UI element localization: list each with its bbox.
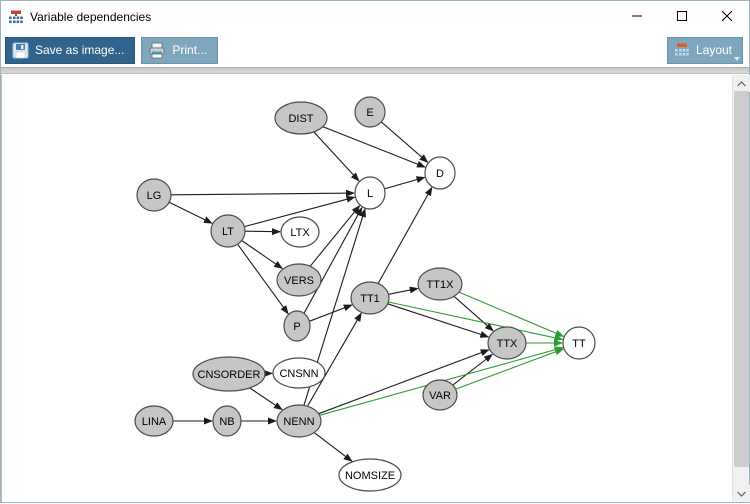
- graph-node-DIST[interactable]: DIST: [275, 102, 327, 134]
- graph-canvas[interactable]: DIST E D LG L LT LTX VERS TT1 TT1X P TTX TT CNSORDER C…: [1, 75, 749, 502]
- graph-node-P[interactable]: P: [284, 311, 310, 341]
- titlebar: Variable dependencies: [1, 1, 749, 33]
- layout-dropdown-caret: [734, 57, 740, 61]
- window-controls: [614, 1, 749, 31]
- graph-edge-LT-LTX: [245, 231, 280, 232]
- graph-node-LINA[interactable]: LINA: [135, 406, 173, 436]
- graph-node-CNSORDER[interactable]: CNSORDER: [193, 357, 265, 391]
- print-button[interactable]: Print...: [141, 37, 218, 64]
- graph-node-LG[interactable]: LG: [137, 179, 171, 211]
- chevron-up-icon: [737, 81, 746, 87]
- graph-nodes: DIST E D LG L LT LTX VERS TT1 TT1X P TTX TT CNSORDER C…: [135, 97, 595, 491]
- graph-node-D[interactable]: D: [425, 157, 455, 189]
- graph-node-TT[interactable]: TT: [563, 327, 595, 359]
- graph-node-LT[interactable]: LT: [211, 215, 245, 247]
- graph-edge-CNSORDER-NENN: [250, 388, 282, 410]
- graph-edge-E-D: [381, 122, 427, 162]
- graph-node-NB[interactable]: NB: [213, 406, 241, 436]
- graph-node-TTX[interactable]: TTX: [488, 327, 526, 359]
- graph-edge-TT1X-TTX: [454, 296, 493, 331]
- dependency-graph[interactable]: DIST E D LG L LT LTX VERS TT1 TT1X P TTX TT CNSORDER C…: [2, 75, 735, 504]
- maximize-button[interactable]: [659, 1, 704, 31]
- vertical-scrollbar[interactable]: [732, 75, 749, 502]
- chevron-down-icon: [737, 491, 746, 497]
- floppy-disk-icon: [12, 42, 29, 59]
- layout-button[interactable]: Layout: [667, 37, 743, 64]
- graph-node-LTX[interactable]: LTX: [281, 217, 319, 247]
- graph-node-CNSNN[interactable]: CNSNN: [273, 358, 325, 388]
- graph-node-TT1X[interactable]: TT1X: [418, 268, 462, 300]
- graph-edge-NENN-NOMSIZE: [314, 433, 352, 462]
- graph-edge-L-D: [385, 177, 425, 189]
- scrollbar-thumb[interactable]: [734, 91, 749, 467]
- graph-edge-LG-LT: [169, 202, 212, 223]
- graph-node-VAR[interactable]: VAR: [423, 380, 457, 410]
- graph-node-E[interactable]: E: [355, 97, 385, 127]
- graph-edge-TT1-D: [378, 188, 432, 284]
- save-as-image-label: Save as image...: [35, 43, 124, 57]
- layout-label: Layout: [696, 43, 732, 57]
- graph-node-NENN[interactable]: NENN: [277, 405, 321, 437]
- scroll-up-button[interactable]: [733, 75, 750, 92]
- graph-edge-TT1-TT: [388, 302, 562, 339]
- horizontal-scrollbar[interactable]: [1, 67, 749, 74]
- close-button[interactable]: [704, 1, 749, 31]
- save-as-image-button[interactable]: Save as image...: [5, 37, 135, 64]
- graph-edge-VAR-TTX: [453, 355, 492, 386]
- hierarchy-app-icon: [8, 9, 24, 25]
- graph-node-VERS[interactable]: VERS: [277, 264, 321, 296]
- graph-edge-LT-VERS: [242, 241, 283, 269]
- close-icon: [722, 11, 732, 21]
- window-title: Variable dependencies: [30, 10, 151, 24]
- graph-node-L[interactable]: L: [355, 177, 385, 209]
- toolbar: Save as image... Print...: [1, 33, 749, 67]
- graph-node-TT1[interactable]: TT1: [351, 282, 389, 314]
- scroll-down-button[interactable]: [733, 485, 750, 502]
- graph-edge-LG-L: [171, 193, 354, 195]
- minimize-icon: [632, 11, 642, 21]
- maximize-icon: [677, 11, 687, 21]
- minimize-button[interactable]: [614, 1, 659, 31]
- graph-edge-DIST-L: [314, 132, 359, 181]
- print-label: Print...: [172, 43, 207, 57]
- graph-edge-NENN-TTX: [319, 350, 489, 414]
- graph-edge-NENN-TT1: [308, 313, 362, 406]
- layout-hierarchy-icon: [674, 42, 690, 58]
- graph-node-NOMSIZE[interactable]: NOMSIZE: [339, 459, 401, 491]
- graph-edge-TT1-TT1X: [389, 288, 418, 294]
- printer-icon: [148, 42, 166, 59]
